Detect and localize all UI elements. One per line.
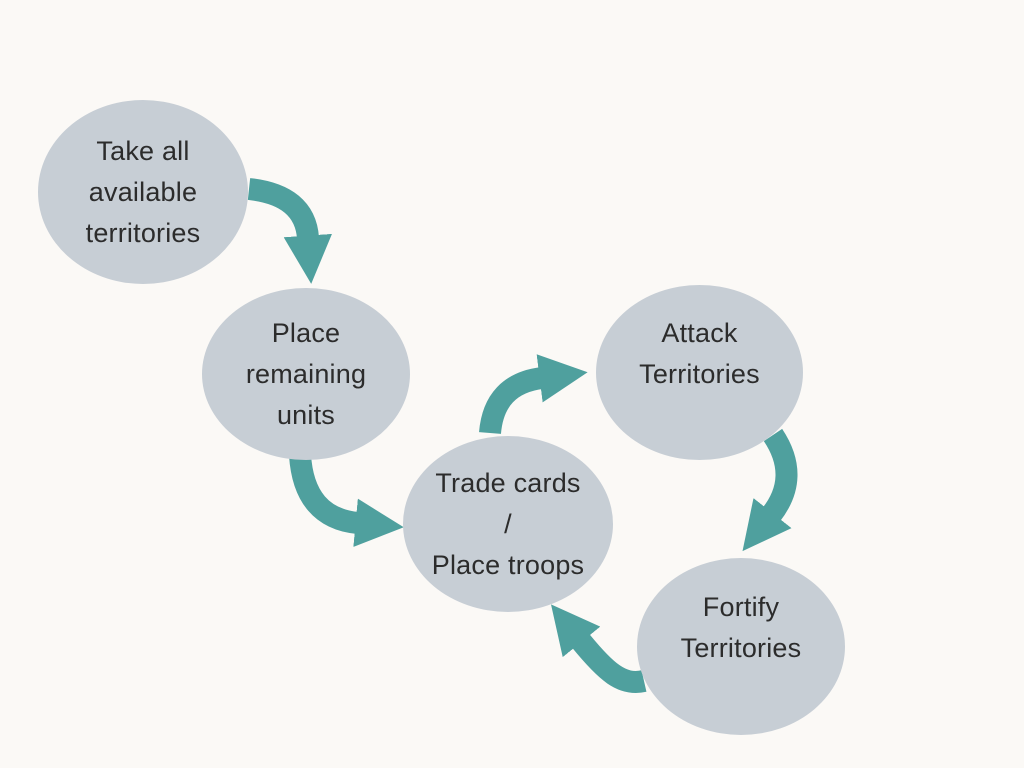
node-label: Attack Territories	[639, 317, 760, 389]
node-label: Trade cards / Place troops	[431, 467, 585, 580]
arrow-take-to-place-icon	[247, 178, 332, 284]
arrow-attack-to-fortify-icon	[742, 428, 798, 552]
node-attack-territories: Attack Territories	[596, 285, 803, 460]
node-fortify-territories: Fortify Territories	[637, 558, 845, 735]
node-label: Place remaining units	[245, 317, 367, 430]
arrow-fortify-to-trade-icon	[551, 604, 647, 693]
arrow-trade-to-attack-icon	[479, 354, 588, 435]
node-label: Take all available territories	[85, 135, 201, 248]
arrow-place-to-trade-icon	[289, 453, 404, 547]
node-label: Fortify Territories	[680, 591, 802, 663]
node-place-remaining-units: Place remaining units	[202, 288, 410, 460]
node-take-territories: Take all available territories	[38, 100, 248, 284]
node-trade-cards-place-troops: Trade cards / Place troops	[403, 436, 613, 612]
